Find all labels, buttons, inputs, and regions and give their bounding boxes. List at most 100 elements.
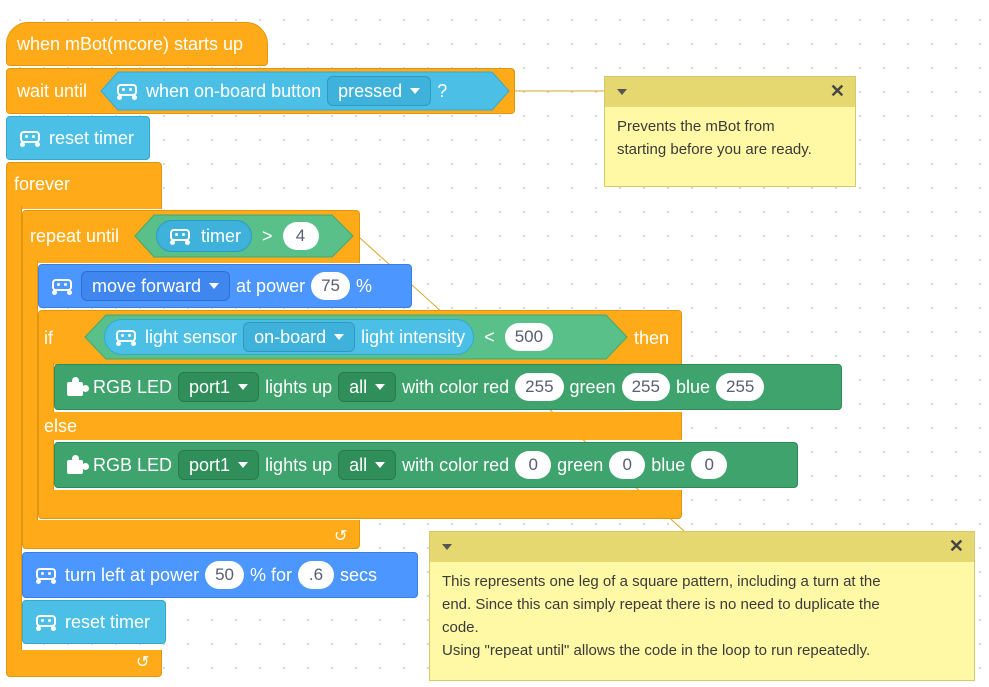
if-footer: [38, 490, 682, 519]
chevron-down-icon: [375, 384, 386, 390]
collapse-triangle-icon[interactable]: [617, 89, 627, 95]
with-color-red-label: with color red: [402, 376, 510, 397]
reset-timer-block[interactable]: reset timer: [6, 116, 150, 160]
turn-seconds-input[interactable]: .6: [298, 561, 335, 589]
comment-body[interactable]: This represents one leg of a square patt…: [430, 562, 974, 670]
light-sensor-label: light sensor: [145, 326, 238, 347]
rgb-led-label: RGB LED: [93, 454, 173, 475]
mbot-icon: [49, 277, 75, 295]
reset-timer-label: reset timer: [49, 127, 135, 148]
light-threshold-input[interactable]: 500: [504, 323, 554, 351]
wait-condition: when on-board button pressed ?: [114, 71, 447, 111]
wait-until-label: wait until: [17, 80, 88, 101]
green-input[interactable]: 0: [609, 451, 646, 479]
comment-header[interactable]: ✕: [430, 532, 974, 562]
chevron-down-icon: [238, 462, 249, 468]
extension-puzzle-icon: [65, 454, 87, 476]
hat-block[interactable]: when mBot(mcore) starts up: [6, 22, 268, 66]
close-icon[interactable]: ✕: [829, 81, 845, 101]
collapse-triangle-icon[interactable]: [442, 544, 452, 550]
green-label: green: [557, 454, 604, 475]
led-which-dropdown[interactable]: all: [338, 450, 397, 480]
forever-arm: [6, 206, 22, 652]
secs-label: secs: [340, 564, 378, 585]
comment-header[interactable]: ✕: [605, 77, 855, 107]
else-bar: [38, 412, 682, 440]
hat-label: when mBot(mcore) starts up: [17, 33, 244, 54]
mbot-icon: [167, 227, 193, 245]
repeat-condition: timer > 4: [156, 214, 319, 258]
comment-text-line: code.: [442, 619, 479, 636]
lights-up-label: lights up: [265, 454, 333, 475]
comment-text-line: This represents one leg of a square patt…: [442, 573, 881, 590]
comment-text-line: starting before you are ready.: [617, 141, 812, 158]
led-port-value: port1: [189, 454, 231, 475]
mbot-icon: [33, 613, 59, 631]
direction-value: move forward: [92, 275, 202, 296]
blue-input[interactable]: 255: [716, 373, 765, 401]
reset-timer-block[interactable]: reset timer: [22, 600, 166, 644]
lights-up-label: lights up: [265, 376, 333, 397]
light-sensor-reporter[interactable]: light sensor on-board light intensity: [104, 319, 475, 355]
close-icon[interactable]: ✕: [948, 536, 964, 556]
comment-note-wait[interactable]: ✕ Prevents the mBot from starting before…: [604, 76, 856, 187]
led-port-dropdown[interactable]: port1: [178, 372, 260, 402]
sensor-port-dropdown[interactable]: on-board: [243, 322, 356, 352]
with-color-red-label: with color red: [402, 454, 510, 475]
timer-reporter[interactable]: timer: [156, 220, 252, 252]
button-condition-label: when on-board button: [146, 80, 322, 101]
comment-body[interactable]: Prevents the mBot from starting before y…: [605, 107, 855, 169]
rgb-led-block-off[interactable]: RGB LED port1 lights up all with color r…: [54, 442, 798, 488]
if-label: if: [44, 328, 53, 348]
led-port-value: port1: [189, 376, 231, 397]
direction-dropdown[interactable]: move forward: [81, 271, 231, 301]
button-state-value: pressed: [338, 80, 403, 101]
comment-text-line: Using "repeat until" allows the code in …: [442, 642, 871, 659]
move-power-input[interactable]: 75: [311, 272, 351, 300]
turn-left-label: turn left at power: [65, 564, 200, 585]
green-label: green: [569, 376, 616, 397]
timer-threshold-input[interactable]: 4: [282, 222, 319, 250]
percent-for-label: % for: [250, 564, 293, 585]
if-condition: light sensor on-board light intensity < …: [104, 314, 554, 360]
chevron-down-icon: [209, 283, 220, 289]
led-which-value: all: [349, 454, 368, 475]
less-than-operator: <: [484, 326, 495, 347]
reset-timer-label: reset timer: [65, 611, 151, 632]
chevron-down-icon: [334, 334, 345, 340]
greater-than-operator: >: [262, 225, 273, 246]
mbot-icon: [17, 129, 43, 147]
at-power-label: at power: [236, 275, 306, 296]
comment-text-line: Prevents the mBot from: [617, 118, 775, 135]
chevron-down-icon: [238, 384, 249, 390]
move-forward-block[interactable]: move forward at power 75 %: [38, 264, 412, 308]
forever-footer: [6, 650, 162, 677]
repeat-footer: [22, 520, 360, 549]
blue-input[interactable]: 0: [691, 451, 728, 479]
forever-label: forever: [14, 174, 71, 194]
blue-label: blue: [651, 454, 686, 475]
chevron-down-icon: [375, 462, 386, 468]
rgb-led-block-on[interactable]: RGB LED port1 lights up all with color r…: [54, 364, 842, 410]
turn-left-block[interactable]: turn left at power 50 % for .6 secs: [22, 552, 418, 598]
sensor-port-value: on-board: [254, 326, 327, 347]
comment-note-loop[interactable]: ✕ This represents one leg of a square pa…: [429, 531, 975, 681]
extension-puzzle-icon: [65, 376, 87, 398]
loop-arrow-icon: ↺: [136, 654, 150, 671]
green-input[interactable]: 255: [621, 373, 670, 401]
red-input[interactable]: 255: [515, 373, 564, 401]
repeat-until-label: repeat until: [30, 226, 120, 246]
blue-label: blue: [675, 376, 710, 397]
led-which-dropdown[interactable]: all: [338, 372, 397, 402]
led-port-dropdown[interactable]: port1: [178, 450, 260, 480]
mbot-icon: [33, 566, 59, 584]
then-label: then: [634, 328, 670, 348]
else-label: else: [44, 416, 78, 436]
chevron-down-icon: [410, 88, 421, 94]
turn-power-input[interactable]: 50: [205, 561, 244, 589]
red-input[interactable]: 0: [515, 451, 552, 479]
forever-block[interactable]: [6, 162, 162, 209]
button-state-dropdown[interactable]: pressed: [327, 76, 432, 106]
question-mark: ?: [437, 80, 448, 101]
timer-label: timer: [201, 225, 241, 246]
